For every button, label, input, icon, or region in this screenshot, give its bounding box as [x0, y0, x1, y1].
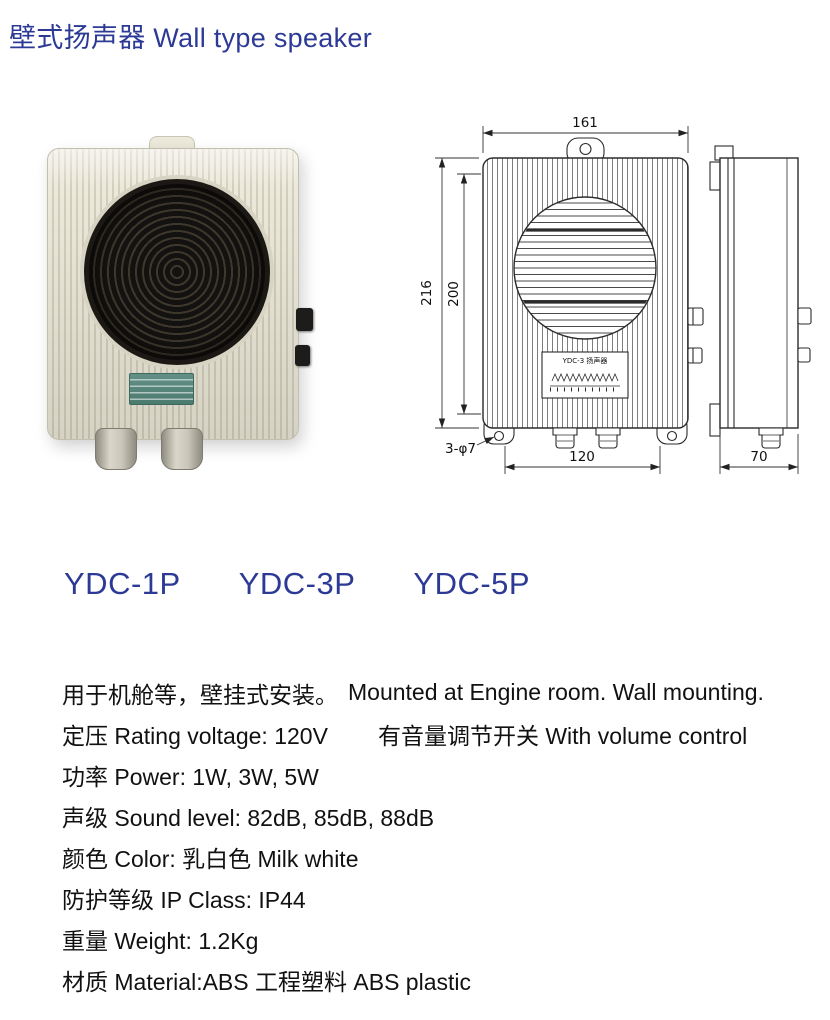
spec-volume-control: 有音量调节开关 With volume control: [377, 722, 748, 749]
side-mount-tab-top: [709, 161, 721, 191]
photo-cable-gland: [161, 428, 203, 470]
model-list: YDC-1P YDC-3P YDC-5P: [64, 566, 530, 602]
spec-row-material: 材质 Material:ABS 工程塑料 ABS plastic: [62, 959, 764, 1000]
technical-drawing: YDC-3 扬声器 161 216 200 120 3-φ7: [419, 115, 812, 474]
side-knob: [797, 307, 812, 325]
dim-height-inner: 200: [446, 281, 462, 307]
page-title: 壁式扬声器 Wall type speaker: [9, 23, 372, 53]
front-view-drawing: YDC-3 扬声器: [482, 137, 704, 449]
side-knob: [797, 347, 811, 363]
dim-side-depth: 70: [750, 449, 767, 465]
spec-row-weight: 重量 Weight: 1.2Kg: [62, 918, 764, 959]
grille-bars: [515, 228, 655, 304]
front-dimensions: [435, 126, 689, 474]
side-cable-gland: [758, 427, 784, 449]
side-dimensions: [719, 434, 799, 474]
photo-connector-knob: [295, 345, 310, 366]
photo-speaker-body: [47, 148, 313, 440]
spec-list: 用于机舱等，壁挂式安装。 Mounted at Engine room. Wal…: [62, 672, 764, 1000]
spec-row-voltage: 定压 Rating voltage: 120V 有音量调节开关 With vol…: [62, 713, 764, 754]
bottom-right-mount-hole: [666, 430, 678, 442]
spec-power: 功率 Power: 1W, 3W, 5W: [62, 763, 319, 790]
dim-width-top: 161: [572, 115, 598, 131]
spec-sound-level: 声级 Sound level: 82dB, 85dB, 88dB: [62, 804, 435, 831]
nameplate-text: YDC-3 扬声器: [562, 356, 608, 365]
grille-circle: [513, 196, 657, 340]
front-cable-gland: [552, 427, 578, 449]
spec-mounting-cn: 用于机舱等，壁挂式安装。: [62, 681, 338, 708]
spec-row-color: 颜色 Color: 乳白色 Milk white: [62, 836, 764, 877]
spec-mounting-en: Mounted at Engine room. Wall mounting.: [348, 679, 764, 705]
spec-row-power: 功率 Power: 1W, 3W, 5W: [62, 754, 764, 795]
dim-height-outer: 216: [419, 280, 435, 306]
hole-callout: 3-φ7: [445, 441, 476, 457]
front-knob: [687, 307, 704, 326]
spec-row-mounting: 用于机舱等，壁挂式安装。 Mounted at Engine room. Wal…: [62, 672, 764, 713]
spec-row-sound-level: 声级 Sound level: 82dB, 85dB, 88dB: [62, 795, 764, 836]
photo-speaker-grille: [84, 179, 270, 365]
spec-material: 材质 Material:ABS 工程塑料 ABS plastic: [62, 968, 471, 995]
product-photo: [45, 132, 313, 472]
spec-ip-class: 防护等级 IP Class: IP44: [62, 886, 306, 913]
photo-nameplate: [129, 373, 194, 405]
photo-cable-gland: [95, 428, 137, 470]
dim-width-bottom: 120: [569, 449, 595, 465]
spec-weight: 重量 Weight: 1.2Kg: [62, 927, 259, 954]
spec-voltage: 定压 Rating voltage: 120V: [62, 722, 328, 749]
front-cable-gland: [595, 427, 621, 449]
side-mount-tab-bottom: [709, 403, 721, 437]
bottom-left-mount-hole: [493, 430, 505, 442]
model-ydc-3p: YDC-3P: [238, 566, 356, 601]
side-body: [719, 157, 799, 429]
top-mount-hole: [579, 142, 592, 156]
model-ydc-5p: YDC-5P: [413, 566, 531, 601]
photo-volume-knob: [296, 308, 313, 331]
side-view-drawing: [709, 145, 812, 449]
nameplate-waveform: [551, 372, 619, 383]
model-ydc-1p: YDC-1P: [64, 566, 181, 601]
front-knob: [687, 347, 703, 364]
spec-row-ip-class: 防护等级 IP Class: IP44: [62, 877, 764, 918]
spec-color: 颜色 Color: 乳白色 Milk white: [62, 845, 359, 872]
